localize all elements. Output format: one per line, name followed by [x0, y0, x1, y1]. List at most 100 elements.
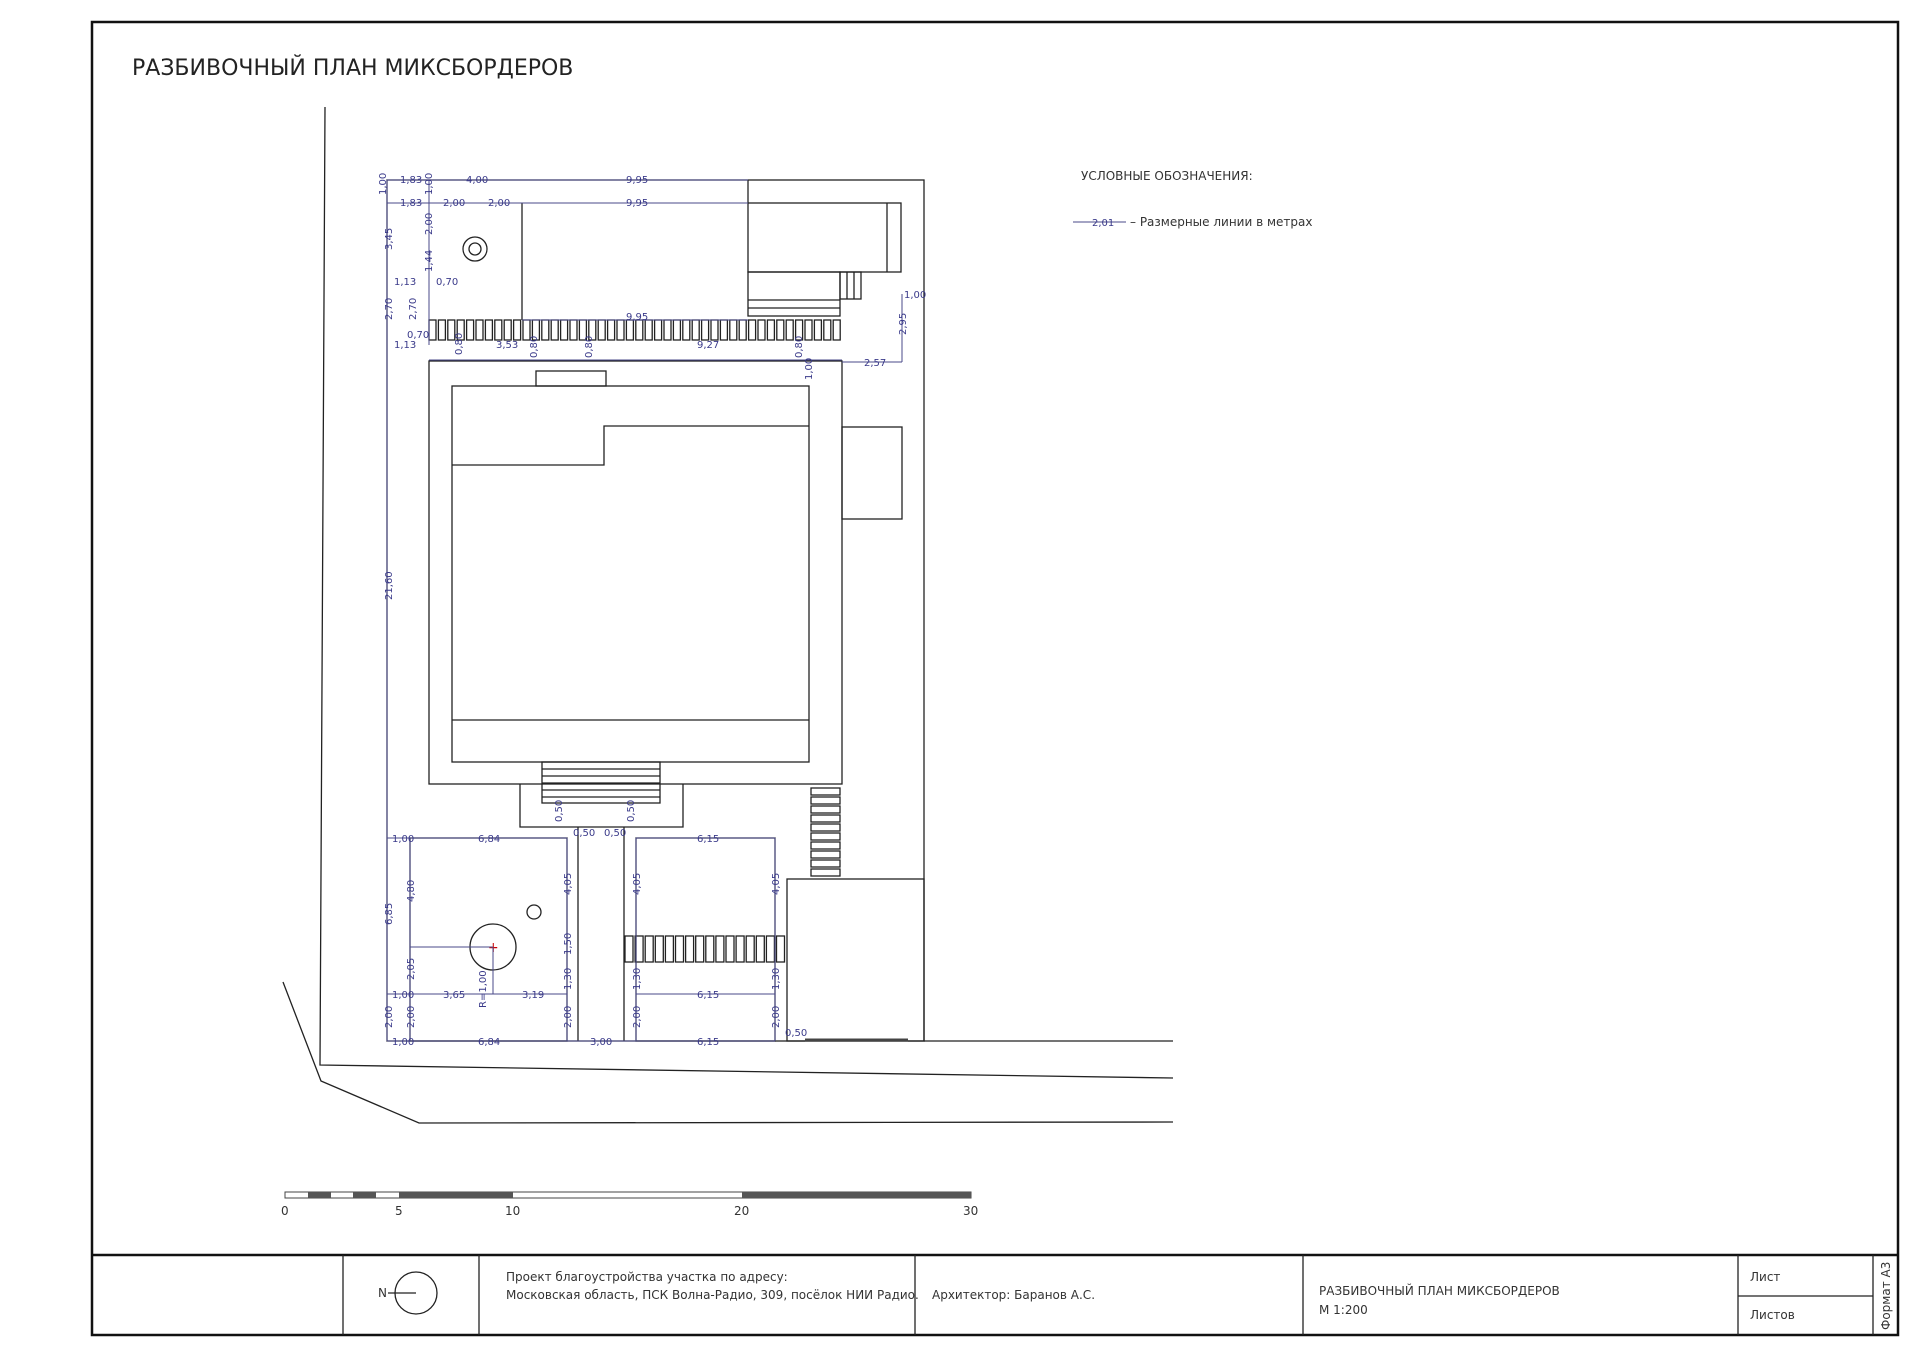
svg-text:4,00: 4,00 [466, 175, 488, 186]
svg-text:Архитектор: Баранов А.С.: Архитектор: Баранов А.С. [932, 1288, 1095, 1302]
svg-text:РАЗБИВОЧНЫЙ ПЛАН МИКСБОРДЕРОВ: РАЗБИВОЧНЫЙ ПЛАН МИКСБОРДЕРОВ [1319, 1283, 1560, 1298]
svg-text:6,84: 6,84 [478, 834, 500, 845]
svg-text:1,50: 1,50 [563, 933, 574, 955]
slat [447, 319, 456, 341]
slat [810, 859, 841, 868]
slat [755, 935, 765, 963]
svg-text:4,05: 4,05 [771, 873, 782, 895]
scale-bar: 0 5 10 20 30 [281, 1191, 978, 1218]
svg-text:1,44: 1,44 [424, 250, 435, 272]
svg-text:2,57: 2,57 [864, 358, 886, 369]
svg-text:2,00: 2,00 [488, 198, 510, 209]
slat [785, 319, 794, 341]
svg-text:1,00: 1,00 [904, 290, 926, 301]
slat [606, 319, 616, 341]
svg-text:0,50: 0,50 [554, 800, 565, 822]
slat [810, 850, 841, 859]
svg-text:– Размерные линии в метрах: – Размерные линии в метрах [1130, 215, 1312, 229]
slat [512, 319, 522, 341]
svg-text:2,00: 2,00 [406, 1006, 417, 1028]
slat [804, 319, 813, 341]
pergola-bottom [624, 935, 786, 963]
sheet-frame [90, 20, 1900, 1337]
slat [674, 935, 685, 963]
svg-text:10: 10 [505, 1204, 520, 1218]
slat [813, 319, 823, 341]
svg-text:0,70: 0,70 [436, 277, 458, 288]
title-block: N Проект благоустройства участка по адре… [92, 1253, 1898, 1335]
svg-text:2,70: 2,70 [384, 298, 395, 320]
slat [663, 319, 672, 341]
slat [695, 935, 705, 963]
svg-text:5: 5 [395, 1204, 403, 1218]
slat [559, 319, 569, 341]
svg-text:1,00: 1,00 [378, 173, 389, 195]
svg-text:3,65: 3,65 [443, 990, 465, 1001]
slat [428, 319, 437, 341]
slat [735, 935, 745, 963]
front-steps [542, 768, 660, 798]
slat [654, 935, 664, 963]
svg-text:1,13: 1,13 [394, 277, 416, 288]
svg-text:Листов: Листов [1750, 1308, 1795, 1322]
legend: УСЛОВНЫЕ ОБОЗНАЧЕНИЯ: 2,01 – Размерные л… [1073, 169, 1312, 229]
pergola-top [428, 319, 841, 341]
svg-text:2,00: 2,00 [771, 1006, 782, 1028]
slat [700, 319, 710, 341]
slat [810, 868, 841, 877]
svg-text:Московская область, ПСК Волна-: Московская область, ПСК Волна-Радио, 309… [506, 1288, 919, 1302]
garage [786, 878, 925, 1042]
svg-text:3,00: 3,00 [590, 1037, 612, 1048]
svg-text:6,15: 6,15 [697, 834, 719, 845]
svg-text:4,05: 4,05 [632, 873, 643, 895]
svg-text:1,00: 1,00 [392, 990, 414, 1001]
tree-icon [526, 904, 542, 920]
slat [664, 935, 675, 963]
slat [691, 319, 700, 341]
svg-text:1,30: 1,30 [771, 968, 782, 990]
slat [747, 319, 757, 341]
svg-text:0,80: 0,80 [529, 336, 540, 358]
svg-text:1,00: 1,00 [392, 1037, 414, 1048]
slat [810, 805, 841, 814]
svg-text:2,00: 2,00 [563, 1006, 574, 1028]
slat [810, 823, 841, 832]
slat [810, 814, 841, 823]
svg-text:1,00: 1,00 [392, 834, 414, 845]
slat [616, 319, 625, 341]
svg-text:1,30: 1,30 [563, 968, 574, 990]
svg-text:9,95: 9,95 [626, 198, 648, 209]
svg-text:1,30: 1,30 [632, 968, 643, 990]
slat [484, 319, 494, 341]
slat [634, 935, 644, 963]
slat [765, 935, 776, 963]
svg-text:0,50: 0,50 [573, 828, 595, 839]
svg-text:Формат А3: Формат А3 [1879, 1262, 1893, 1330]
svg-text:0,50: 0,50 [604, 828, 626, 839]
svg-text:6,15: 6,15 [697, 990, 719, 1001]
svg-text:0: 0 [281, 1204, 289, 1218]
slat [569, 319, 578, 341]
svg-text:20: 20 [734, 1204, 749, 1218]
svg-text:2,01: 2,01 [1092, 218, 1114, 229]
slat [738, 319, 747, 341]
svg-text:2,00: 2,00 [443, 198, 465, 209]
slat [625, 319, 635, 341]
svg-text:Проект благоустройства участка: Проект благоустройства участка по адресу… [506, 1270, 788, 1284]
svg-text:9,95: 9,95 [626, 175, 648, 186]
svg-text:3,53: 3,53 [496, 340, 518, 351]
slat [624, 935, 634, 963]
flower-beds: + [409, 837, 925, 1042]
slat [635, 319, 644, 341]
slat [832, 319, 841, 341]
side-steps [810, 787, 841, 877]
svg-text:0,50: 0,50 [785, 1028, 807, 1039]
slat [550, 319, 559, 341]
svg-text:2,05: 2,05 [406, 958, 417, 980]
slat [684, 935, 695, 963]
svg-text:1,83: 1,83 [400, 175, 422, 186]
slat [705, 935, 715, 963]
slat [682, 319, 691, 341]
house [428, 360, 903, 1041]
